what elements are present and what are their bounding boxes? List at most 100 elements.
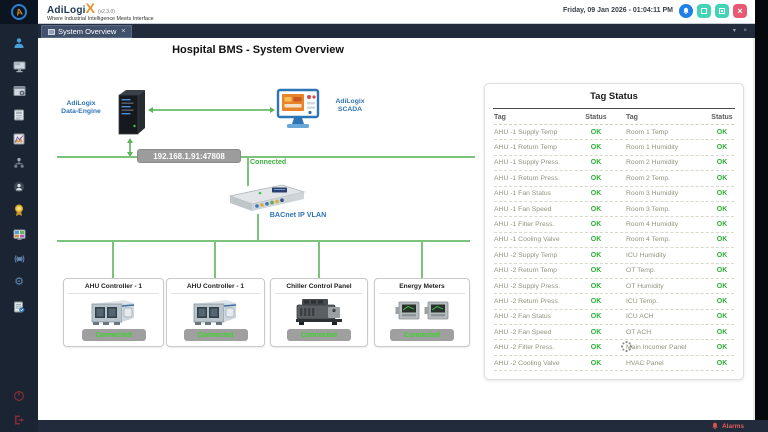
tag-name-right: Room 2 Temp. [626,174,671,182]
tag-status-left: OK [590,205,602,213]
dashboard-icon[interactable] [13,228,26,241]
device-box: AHU Controller - 1 Connected [166,278,265,347]
tag-status-left: OK [590,313,602,321]
tag-name-left: AHU -1 Supply Press. [494,159,561,167]
device-title: Chiller Control Panel [286,283,352,290]
tag-name-right: Room 3 Temp. [626,205,671,213]
device-status-badge: Connected [287,329,351,341]
user-icon[interactable] [13,36,26,49]
tag-status-row: AHU -2 Filter Press. OK Main Incomer Pan… [494,340,734,356]
tab-label: System Overview [58,27,117,36]
tag-status-row: AHU -2 Supply Temp OK ICU Humidity OK [494,248,734,264]
tag-name-left: AHU -2 Fan Speed [494,328,552,336]
switch-label: BACnet IP VLAN [269,210,327,219]
monitor-icon[interactable] [13,60,26,73]
restore-window-button[interactable] [697,4,711,18]
bus-switch-link [247,158,249,186]
device-status-badge: Connected [81,329,146,341]
switch-bus-link [257,214,259,240]
notification-bell-button[interactable] [679,4,693,18]
tag-name-left: AHU -2 Filter Press. [494,344,555,352]
tag-status-row: AHU -1 Cooling Valve OK Room 4 Temp. OK [494,233,734,249]
sidebar-logout[interactable] [0,414,38,426]
network-globe-icon[interactable] [13,252,26,265]
tag-name-left: AHU -1 Return Press. [494,174,560,182]
tag-status-right: OK [716,359,728,367]
server-bus-link [129,141,131,153]
tag-status-right: OK [716,344,728,352]
tag-status-row: AHU -2 Return Press. OK ICU Temp. OK [494,294,734,310]
device-title: Energy Meters [399,283,445,290]
tag-status-left: OK [590,236,602,244]
ip-address-badge: 192.168.1.91:47808 [137,149,241,163]
tag-name-right: Room 1 Temp [626,128,669,136]
tag-status-left: OK [590,144,602,152]
drop-3 [318,240,320,278]
tag-name-right: OT ACH [626,328,652,336]
scada-monitor-icon [276,88,320,128]
ahu-unit-icon [193,299,236,325]
device-separator [378,293,466,294]
power-icon [13,390,25,402]
tag-name-left: AHU -1 Supply Temp [494,128,558,136]
tag-status-left: OK [590,359,602,367]
drop-1 [112,240,114,278]
arrowhead-down [127,152,133,157]
energy-meter-icon [395,301,449,319]
tag-name-left: AHU -2 Fan Status [494,313,552,321]
tag-status-right: OK [716,128,728,136]
tab-bar: System Overview × ▾ × [38,24,755,38]
user-circle-icon[interactable] [13,180,26,193]
tag-name-right: HVAC Panel [626,359,664,367]
gear-icon[interactable]: ⚙ [14,276,24,288]
alarms-indicator[interactable]: Alarms [711,422,744,430]
bacnet-switch-icon [228,184,306,211]
tag-name-left: AHU -1 Filter Press. [494,221,555,229]
document-icon[interactable] [13,108,26,121]
tag-status-row: AHU -2 Supply Press. OK OT Humidity OK [494,279,734,295]
brand-x: X [85,0,95,16]
device-title: AHU Controller - 1 [186,283,245,290]
brand-version: (v2.3.0) [97,9,115,15]
maximize-window-button[interactable] [715,4,729,18]
topology-icon[interactable] [13,156,26,169]
device-status-badge: Connected [390,329,454,341]
tab-close-icon[interactable]: × [121,28,126,35]
device-separator [67,293,160,294]
report-icon[interactable] [13,300,26,313]
chart-icon[interactable] [13,132,26,145]
tag-status-right: OK [716,328,728,336]
bell-icon [683,7,689,15]
tag-status-rows: AHU -1 Supply Temp OK Room 1 Temp OK AHU… [485,125,743,372]
tab-system-overview[interactable]: System Overview × [41,25,133,38]
tab-list-controls[interactable]: ▾ × [732,28,750,34]
device-box: Energy Meters Connected [374,278,470,347]
app-window-icon[interactable] [13,84,26,97]
maximize-icon [719,8,725,14]
arrowhead-up [127,138,133,143]
ahu-unit-icon [91,299,134,325]
tag-name-right: Room 4 Temp. [626,236,671,244]
tag-status-left: OK [590,328,602,336]
award-icon[interactable] [13,204,26,217]
tag-status-right: OK [716,251,728,259]
tag-status-right: OK [716,297,728,305]
tag-status-right: OK [716,174,728,182]
chiller-unit-icon [296,298,342,325]
tag-name-right: ICU Humidity [626,251,667,259]
tag-name-right: Room 3 Humidity [626,190,679,198]
tag-status-row: AHU -2 Return Temp OK OT Temp. OK [494,264,734,279]
device-status-badge: Connected [183,329,248,341]
connected-status-text: Connected [250,159,287,166]
tag-status-left: OK [590,174,602,182]
close-window-button[interactable]: × [733,4,747,18]
device-separator [170,293,261,294]
sidebar-power[interactable] [0,390,38,402]
tag-status-panel: Tag Status Tag Status Tag Status AHU -1 … [484,83,744,380]
sidebar-nav: ⚙ [0,24,38,432]
tag-status-right: OK [716,205,728,213]
tag-name-left: AHU -2 Supply Press. [494,282,561,290]
tag-name-right: OT Temp. [626,267,656,275]
